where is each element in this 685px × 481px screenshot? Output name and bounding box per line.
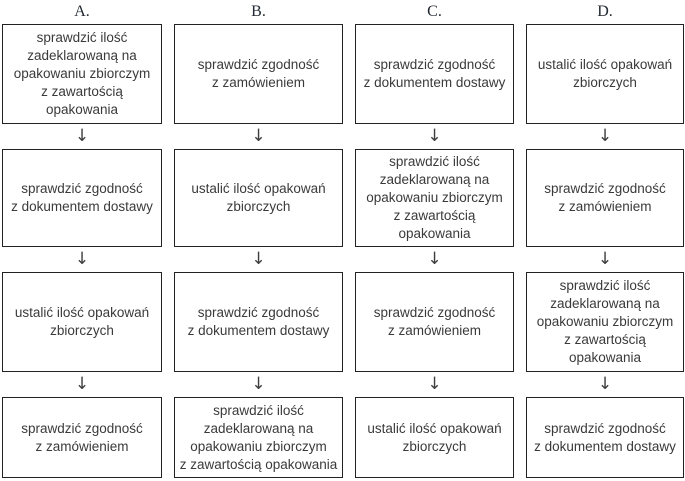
option-label-b: B. (251, 3, 266, 20)
arrow-down-icon: ↓ (597, 249, 613, 269)
step-text: sprawdzić zgodność z zamówieniem (197, 57, 320, 90)
option-column-b: B. sprawdzić zgodność z zamówieniem ↓ us… (174, 2, 343, 478)
option-label-a: A. (74, 3, 90, 20)
step-text: sprawdzić zgodność z dokumentem dostawy (363, 57, 506, 90)
step-text: sprawdzić ilość zadeklarowaną na opakowa… (536, 278, 674, 365)
step-text: sprawdzić zgodność z zamówieniem (544, 181, 666, 214)
arrow-zone: ↓ (355, 372, 514, 397)
arrow-down-icon: ↓ (427, 249, 442, 269)
step-text: sprawdzić zgodność z dokumentem dostawy (534, 420, 676, 454)
step-box-d2: sprawdzić zgodność z zamówieniem (526, 149, 684, 247)
step-text: sprawdzić ilość zadeklarowaną na opakowa… (13, 30, 151, 117)
arrow-down-icon: ↓ (74, 126, 90, 146)
arrow-zone: ↓ (2, 247, 162, 272)
arrow-zone: ↓ (174, 124, 343, 149)
step-box-c1: sprawdzić zgodność z dokumentem dostawy (355, 24, 514, 124)
step-box-d4: sprawdzić zgodność z dokumentem dostawy (526, 397, 684, 478)
option-column-c: C. sprawdzić zgodność z dokumentem dosta… (355, 2, 514, 478)
step-text: sprawdzić ilość zadeklarowaną na opakowa… (179, 402, 338, 472)
option-column-d: D. ustalić ilość opakowań zbiorczych ↓ s… (526, 2, 684, 478)
arrow-down-icon: ↓ (251, 249, 266, 269)
step-box-b1: sprawdzić zgodność z zamówieniem (174, 24, 343, 124)
option-column-a: A. sprawdzić ilość zadeklarowaną na opak… (2, 2, 162, 478)
arrow-down-icon: ↓ (74, 374, 90, 394)
arrow-down-icon: ↓ (251, 374, 266, 394)
option-label-c: C. (427, 3, 442, 20)
step-box-a4: sprawdzić zgodność z zamówieniem (2, 397, 162, 478)
arrow-zone: ↓ (526, 124, 684, 149)
step-box-d3: sprawdzić ilość zadeklarowaną na opakowa… (526, 272, 684, 372)
step-box-c2: sprawdzić ilość zadeklarowaną na opakowa… (355, 149, 514, 247)
step-box-a3: ustalić ilość opakowań zbiorczych (2, 272, 162, 372)
step-text: sprawdzić zgodność z dokumentem dostawy (11, 181, 153, 214)
step-box-b3: sprawdzić zgodność z dokumentem dostawy (174, 272, 343, 372)
arrow-down-icon: ↓ (427, 374, 442, 394)
step-box-c4: ustalić ilość opakowań zbiorczych (355, 397, 514, 478)
step-text: ustalić ilość opakowań zbiorczych (14, 305, 150, 338)
arrow-down-icon: ↓ (597, 126, 613, 146)
arrow-zone: ↓ (355, 247, 514, 272)
step-text: sprawdzić zgodność z dokumentem dostawy (187, 305, 330, 338)
step-text: ustalić ilość opakowań zbiorczych (191, 181, 326, 214)
step-text: ustalić ilość opakowań zbiorczych (367, 420, 502, 454)
step-box-a2: sprawdzić zgodność z dokumentem dostawy (2, 149, 162, 247)
option-label-d: D. (597, 3, 613, 20)
step-box-b4: sprawdzić ilość zadeklarowaną na opakowa… (174, 397, 343, 478)
arrow-zone: ↓ (174, 372, 343, 397)
step-box-d1: ustalić ilość opakowań zbiorczych (526, 24, 684, 124)
step-box-a1: sprawdzić ilość zadeklarowaną na opakowa… (2, 24, 162, 124)
step-text: sprawdzić ilość zadeklarowaną na opakowa… (366, 154, 503, 241)
arrow-zone: ↓ (174, 247, 343, 272)
arrow-down-icon: ↓ (597, 374, 613, 394)
arrow-zone: ↓ (355, 124, 514, 149)
step-box-c3: sprawdzić zgodność z zamówieniem (355, 272, 514, 372)
arrow-zone: ↓ (2, 372, 162, 397)
arrow-down-icon: ↓ (251, 126, 266, 146)
arrow-zone: ↓ (526, 247, 684, 272)
arrow-down-icon: ↓ (74, 249, 90, 269)
step-text: ustalić ilość opakowań zbiorczych (537, 57, 673, 90)
arrow-zone: ↓ (2, 124, 162, 149)
arrow-down-icon: ↓ (427, 126, 442, 146)
step-box-b2: ustalić ilość opakowań zbiorczych (174, 149, 343, 247)
step-text: sprawdzić zgodność z zamówieniem (21, 420, 143, 454)
arrow-zone: ↓ (526, 372, 684, 397)
step-text: sprawdzić zgodność z zamówieniem (373, 305, 496, 338)
